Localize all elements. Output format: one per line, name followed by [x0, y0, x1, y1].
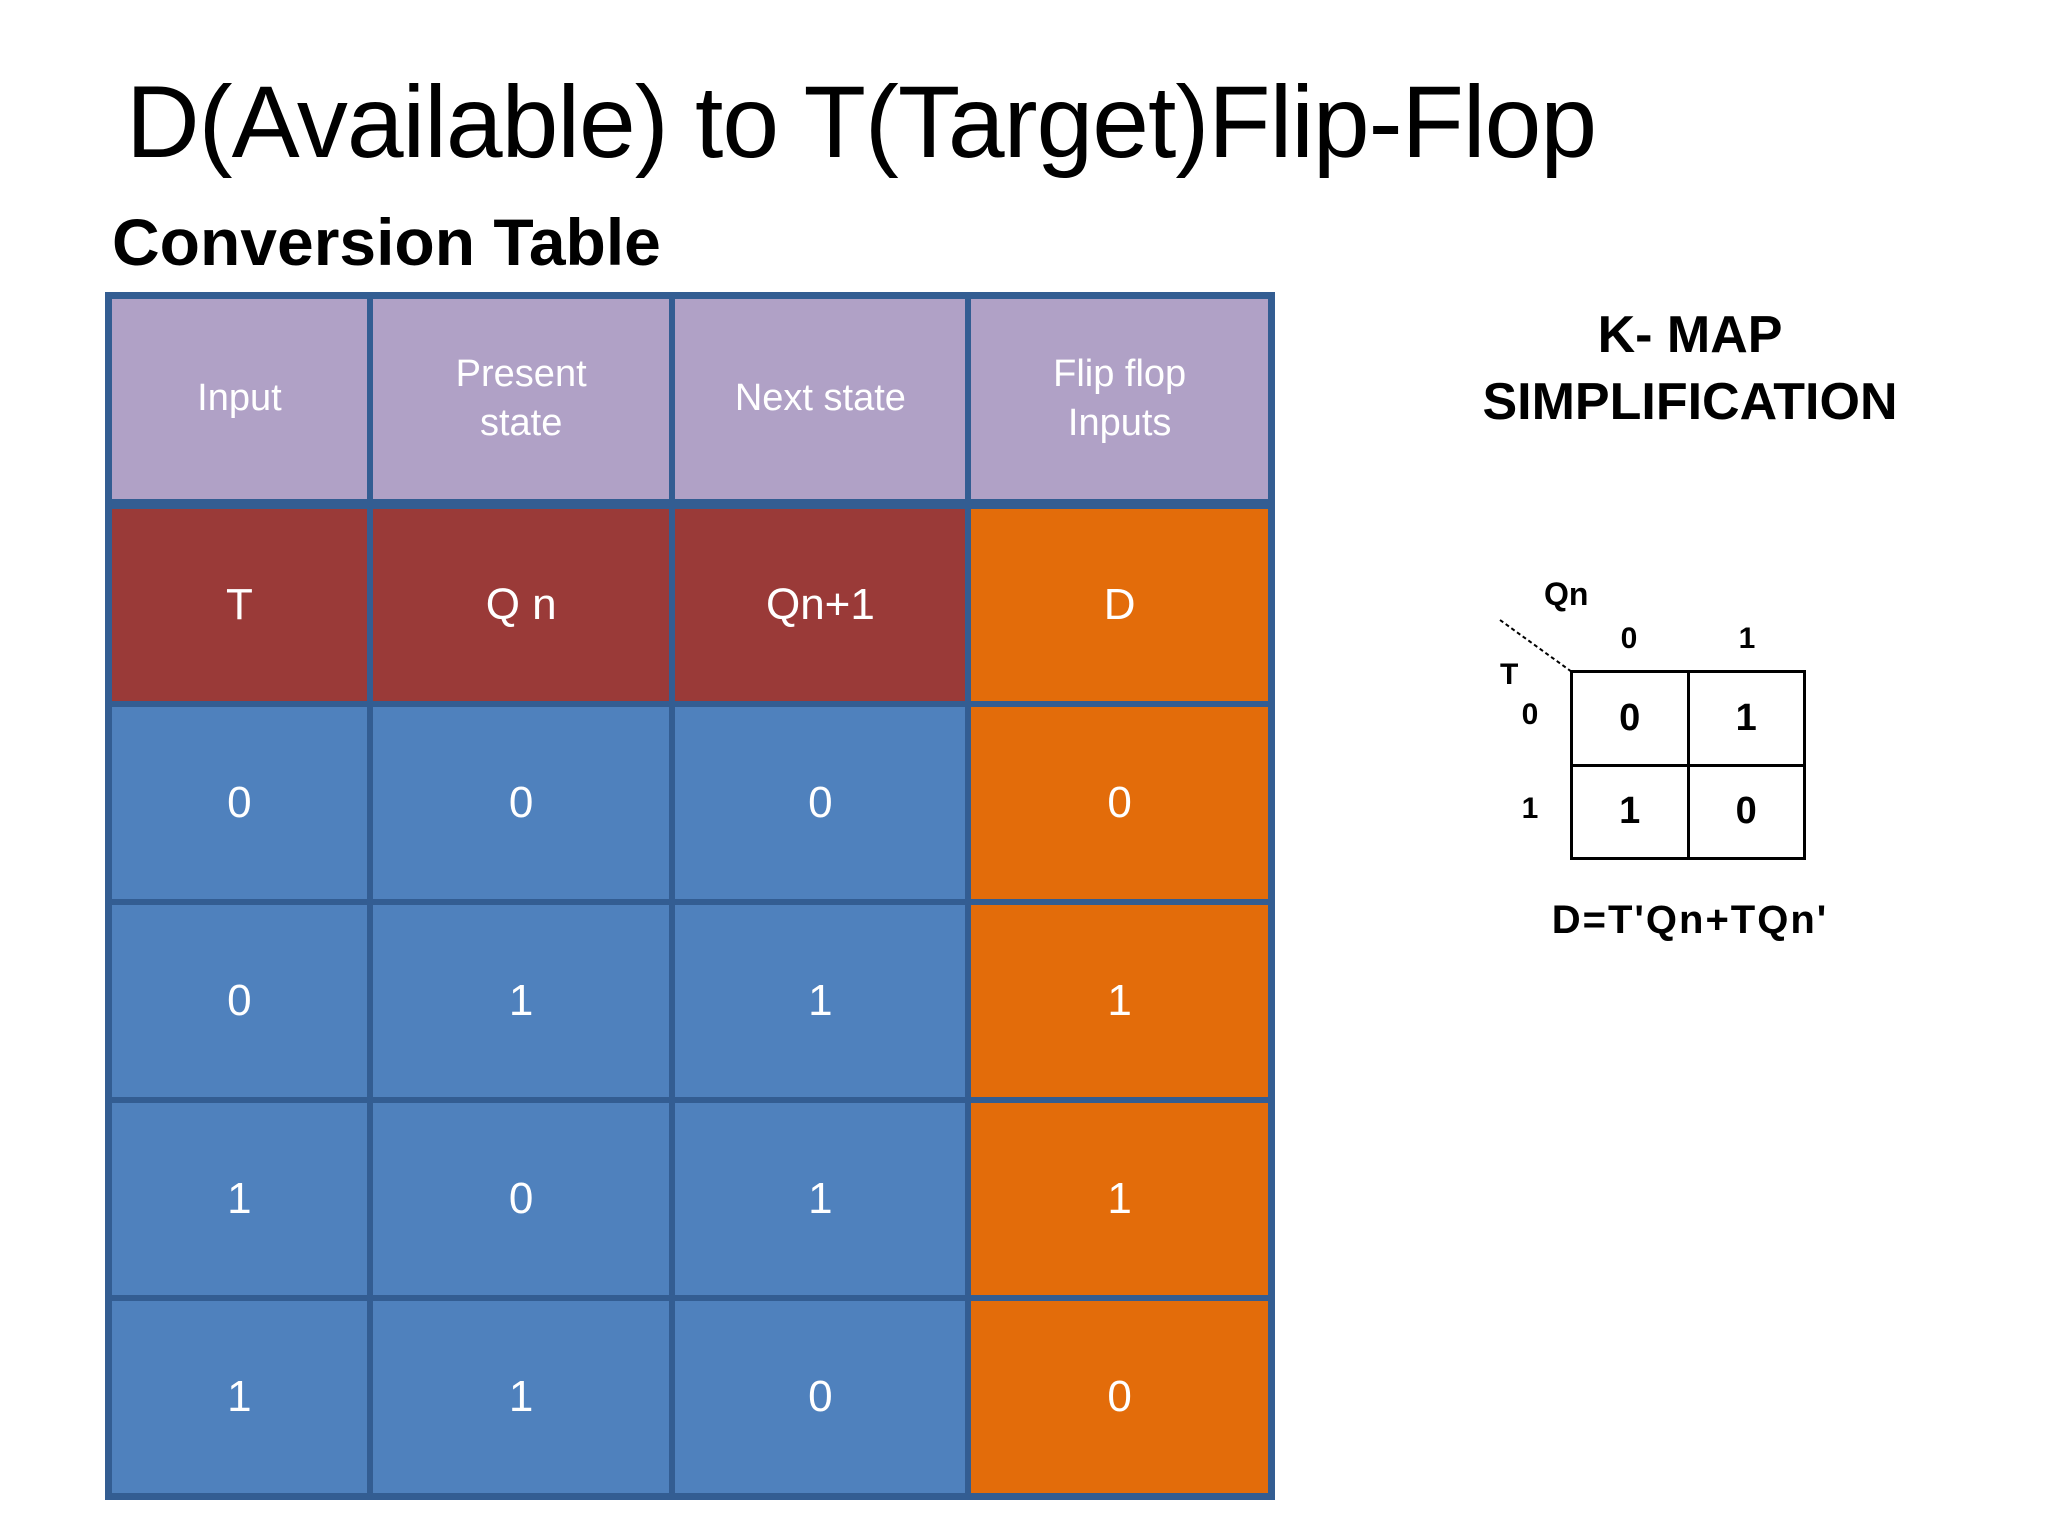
- table-row: 0 0 0 0: [112, 707, 1268, 899]
- kmap-panel: K- MAP SIMPLIFICATION Qn T 0 1 0 1 0 1 1…: [1460, 0, 1920, 1536]
- conversion-table-heading: Conversion Table: [112, 205, 661, 279]
- header-cell-present-state: Present state: [372, 299, 670, 499]
- header-cell-flipflop-inputs: Flip flop Inputs: [971, 299, 1268, 499]
- table-row: 1 1 0 0: [112, 1301, 1268, 1493]
- data-cell: 1: [372, 905, 670, 1097]
- kmap-formula: D=T'Qn+TQn': [1551, 898, 1829, 942]
- table-header-row: Input Present state Next state Flip flop…: [112, 299, 1268, 499]
- data-cell: 0: [372, 707, 670, 899]
- kmap-cell: 1: [1689, 673, 1803, 764]
- kmap-cell: 0: [1573, 673, 1687, 764]
- kmap-diagonal-line: [1499, 619, 1573, 673]
- kmap-column-variable-label: Qn: [1544, 576, 1589, 612]
- kmap-grid: 0 1 1 0: [1570, 670, 1806, 860]
- flipflop-cell: 0: [971, 1301, 1268, 1493]
- data-cell: 0: [112, 707, 367, 899]
- kmap-cell: 1: [1573, 766, 1687, 857]
- variable-cell-qn: Q n: [372, 509, 670, 701]
- kmap-row-label-0: 0: [1521, 698, 1539, 731]
- table-row: 0 1 1 1: [112, 905, 1268, 1097]
- table-variable-row: T Q n Qn+1 D: [112, 509, 1268, 701]
- flipflop-cell: 1: [971, 1103, 1268, 1295]
- table-row: 1 0 1 1: [112, 1103, 1268, 1295]
- conversion-table: Input Present state Next state Flip flop…: [105, 292, 1275, 1500]
- flipflop-cell: 0: [971, 707, 1268, 899]
- kmap-column-label-0: 0: [1620, 622, 1638, 655]
- kmap-heading: K- MAP SIMPLIFICATION: [1482, 306, 1898, 431]
- header-cell-input: Input: [112, 299, 367, 499]
- kmap-column-label-1: 1: [1738, 622, 1756, 655]
- data-cell: 1: [112, 1103, 367, 1295]
- data-cell: 1: [112, 1301, 367, 1493]
- data-cell: 0: [675, 1301, 966, 1493]
- variable-cell-d: D: [971, 509, 1268, 701]
- slide-title: D(Available) to T(Target)Flip-Flop: [126, 65, 1597, 179]
- data-cell: 0: [372, 1103, 670, 1295]
- data-cell: 0: [675, 707, 966, 899]
- data-cell: 1: [372, 1301, 670, 1493]
- data-cell: 1: [675, 905, 966, 1097]
- data-cell: 0: [112, 905, 367, 1097]
- kmap-row-variable-label: T: [1500, 658, 1519, 691]
- header-cell-next-state: Next state: [675, 299, 966, 499]
- variable-cell-t: T: [112, 509, 367, 701]
- data-cell: 1: [675, 1103, 966, 1295]
- flipflop-cell: 1: [971, 905, 1268, 1097]
- kmap-row-label-1: 1: [1521, 792, 1539, 825]
- kmap-cell: 0: [1689, 766, 1803, 857]
- variable-cell-qn1: Qn+1: [675, 509, 966, 701]
